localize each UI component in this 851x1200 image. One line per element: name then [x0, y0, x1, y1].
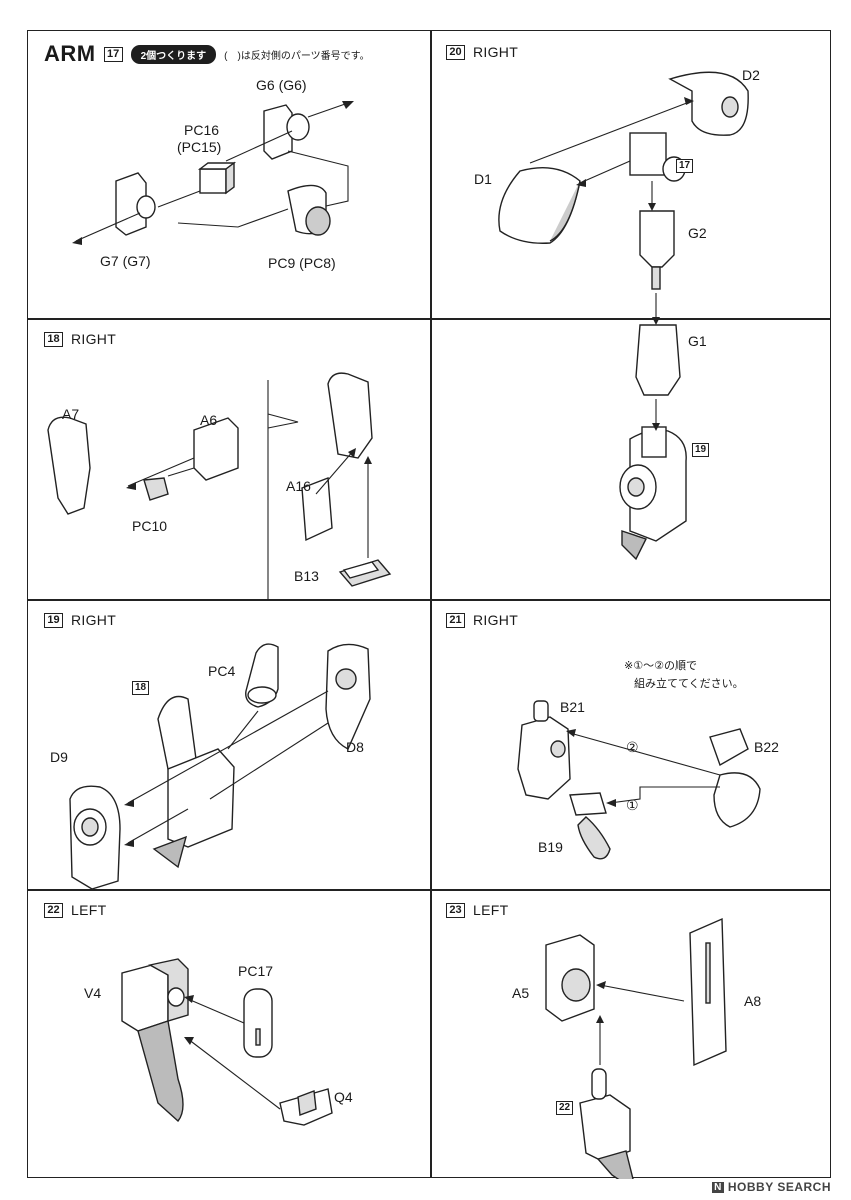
opposite-side-note: ( )は反対側のパーツ番号です。 — [224, 50, 370, 62]
part-label-d9: D9 — [50, 749, 68, 765]
row-divider-3 — [28, 889, 830, 891]
side-label: LEFT — [71, 902, 107, 918]
part-label-d8: D8 — [346, 739, 364, 755]
part-label-b13: B13 — [294, 568, 319, 584]
part-label-a5: A5 — [512, 985, 530, 1001]
side-label: RIGHT — [473, 612, 519, 628]
step-number: 17 — [103, 46, 123, 62]
panel-step-23: 23 LEFT A5 A8 22 — [430, 889, 832, 1179]
step-ref-22: 22 — [556, 1101, 574, 1115]
step-number: 22 — [44, 902, 63, 918]
part-label-b19: B19 — [538, 839, 563, 855]
part-label-g6: G6 (G6) — [256, 77, 307, 93]
part-label-pc10: PC10 — [132, 518, 168, 534]
step-23-illustration — [545, 917, 727, 1179]
part-label-pc9: PC9 (PC8) — [268, 255, 336, 271]
side-label: LEFT — [473, 902, 509, 918]
panel-step-20: 20 RIGHT — [430, 31, 832, 599]
part-label-g2: G2 — [688, 225, 707, 241]
section-title: ARM — [44, 41, 96, 66]
step-number: 23 — [446, 902, 465, 918]
part-label-pc17: PC17 — [238, 963, 274, 979]
make-two-badge: 2個つくります — [130, 44, 217, 64]
instruction-sheet: ARM 17 2個つくります ( )は反対側のパーツ番号です。 — [27, 30, 832, 1179]
panel-step-19: 19 RIGHT — [28, 599, 430, 889]
part-label-b22: B22 — [754, 739, 779, 755]
brand-mark: N — [712, 1181, 724, 1193]
part-label-b21: B21 — [560, 699, 585, 715]
order-marker-2: ② — [626, 739, 639, 755]
part-label-a8: A8 — [744, 993, 762, 1009]
step-number: 19 — [44, 612, 63, 628]
part-label-pc4: PC4 — [208, 663, 236, 679]
part-label-q4: Q4 — [334, 1089, 353, 1105]
step-18-illustration — [47, 372, 392, 599]
step-ref-19: 19 — [692, 443, 710, 457]
step-21-illustration — [517, 700, 761, 860]
step-number: 18 — [44, 331, 63, 347]
part-label-pc16: PC16 — [184, 122, 220, 138]
part-label-d1: D1 — [474, 171, 492, 187]
part-label-v4: V4 — [84, 985, 102, 1001]
part-label-a7: A7 — [62, 406, 80, 422]
step-22-illustration — [121, 958, 333, 1126]
assembly-order-note-2: 組み立ててください。 — [634, 678, 744, 690]
part-label-a16: A16 — [286, 478, 311, 494]
part-label-a6: A6 — [200, 412, 218, 428]
assembly-order-note-1: ※①〜②の順で — [624, 660, 697, 672]
side-label: RIGHT — [71, 612, 117, 628]
credit-text: HOBBY SEARCH — [727, 1180, 831, 1194]
panel-step-17: ARM 17 2個つくります ( )は反対側のパーツ番号です。 — [28, 31, 430, 318]
panel-step-18: 18 RIGHT — [28, 318, 430, 599]
part-label-d2: D2 — [742, 67, 760, 83]
step-number: 21 — [446, 612, 465, 628]
step-ref-18: 18 — [132, 681, 150, 695]
column-divider — [430, 31, 432, 1177]
part-label-g1: G1 — [688, 333, 707, 349]
side-label: RIGHT — [71, 331, 117, 347]
step-17-illustration — [72, 101, 354, 245]
panel-step-21: 21 RIGHT ※①〜②の順で 組み立ててください。 B21 B22 — [430, 599, 832, 889]
step-ref-17: 17 — [676, 159, 694, 173]
step-20-illustration — [498, 71, 749, 561]
row-divider-2 — [28, 599, 830, 601]
step-number: 20 — [446, 44, 465, 60]
watermark-credit: N HOBBY SEARCH — [712, 1180, 831, 1194]
side-label: RIGHT — [473, 44, 519, 60]
order-marker-1: ① — [626, 797, 639, 813]
part-label-pc15: (PC15) — [177, 139, 222, 155]
row-divider-1 — [28, 318, 830, 320]
part-label-g7: G7 (G7) — [100, 253, 151, 269]
panel-step-22: 22 LEFT V4 PC17 Q4 — [28, 889, 430, 1179]
step-19-illustration — [69, 643, 371, 889]
